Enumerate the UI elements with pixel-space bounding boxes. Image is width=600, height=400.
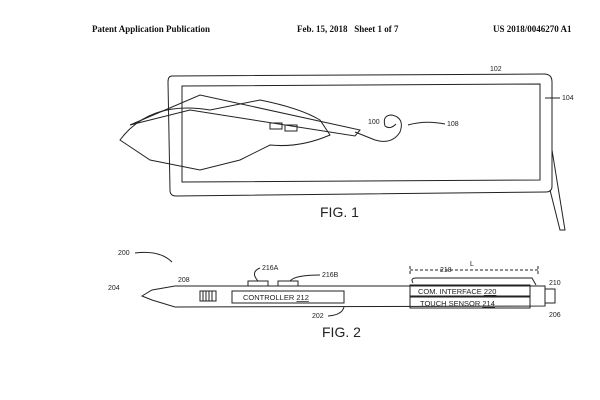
fig1-hand-pen xyxy=(119,94,402,171)
fig1-tablet xyxy=(167,73,566,231)
touch-sensor-label: TOUCH SENSOR xyxy=(420,299,481,308)
date-sheet: Feb. 15, 2018 Sheet 1 of 7 xyxy=(297,24,399,34)
ref-206: 206 xyxy=(549,312,561,319)
ref-216a: 216A xyxy=(262,265,279,272)
ref-108: 108 xyxy=(447,121,459,128)
ref-100: 100 xyxy=(368,119,380,126)
publication-label: Patent Application Publication xyxy=(92,24,211,34)
ref-202: 202 xyxy=(312,313,324,320)
fig1-caption: FIG. 1 xyxy=(320,204,359,220)
ref-210: 210 xyxy=(549,280,561,287)
patent-number: US 2018/0046270 A1 xyxy=(493,24,572,34)
fig2-pen xyxy=(140,266,556,309)
svg-text:CONTROLLER 212: CONTROLLER 212 xyxy=(243,293,309,302)
ref-208: 208 xyxy=(178,277,190,284)
com-interface-number: 220 xyxy=(484,287,497,296)
touch-sensor-number: 214 xyxy=(482,299,495,308)
fig2-caption: FIG. 2 xyxy=(322,324,361,340)
ref-216b: 216B xyxy=(322,272,339,279)
ref-200: 200 xyxy=(118,250,130,257)
svg-text:COM. INTERFACE 220: COM. INTERFACE 220 xyxy=(418,287,496,296)
fig2-boxes: CONTROLLER 212 COM. INTERFACE 220 TOUCH … xyxy=(243,287,496,308)
controller-number: 212 xyxy=(296,293,309,302)
fig2-refs: 200 204 208 216A 216B 218 L 210 206 202 xyxy=(108,250,561,320)
svg-text:TOUCH SENSOR 214: TOUCH SENSOR 214 xyxy=(420,299,495,308)
ref-218: 218 xyxy=(440,267,452,274)
com-interface-label: COM. INTERFACE xyxy=(418,287,482,296)
ref-204: 204 xyxy=(108,285,120,292)
fig1-refs: 102 104 100 108 xyxy=(368,66,574,128)
ref-102: 102 xyxy=(490,66,502,73)
controller-label: CONTROLLER xyxy=(243,293,295,302)
ref-L: L xyxy=(470,261,474,268)
ref-104: 104 xyxy=(562,95,574,102)
